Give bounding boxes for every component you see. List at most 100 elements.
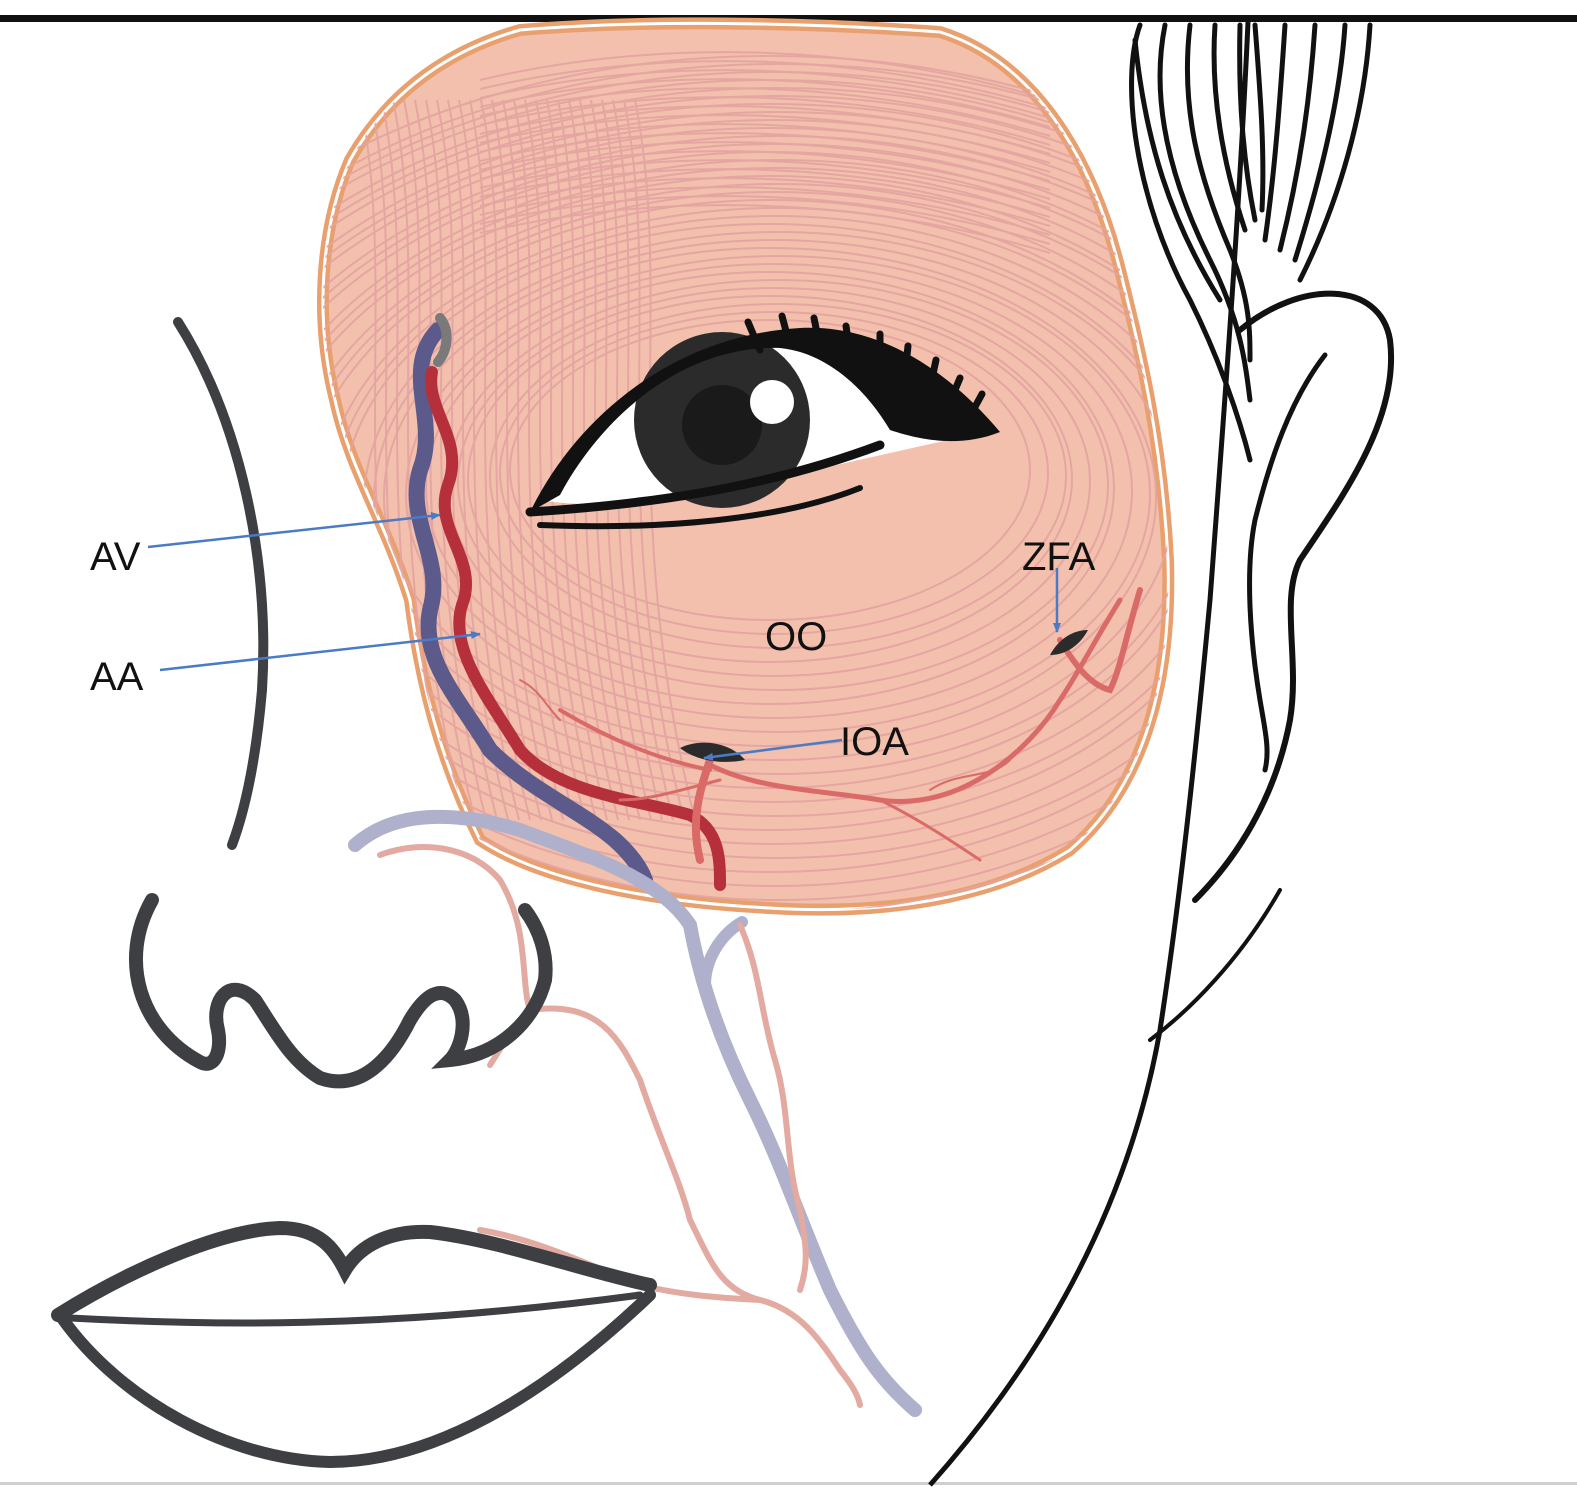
ear-outline [1192,290,1395,903]
upper-lip [51,1220,657,1322]
aa-pointer [159,631,481,672]
label-ioa: IOA [840,720,909,764]
eyelashes [744,312,986,420]
label-oo: OO [765,615,827,659]
muscle-fiber [499,311,1049,635]
muscle-fiber [479,204,1051,254]
muscle-fiber [323,135,1169,910]
eyelash [744,318,764,354]
ioa-pointer [703,738,843,761]
orbicularis-oculi-muscle [317,17,1175,916]
muscle-fiber [479,150,1051,200]
muscle-fiber [323,191,1169,845]
muscle-fiber [323,103,1169,910]
hair-strands [1129,22,1373,463]
angular-vein [408,322,653,888]
arterial-branches [519,587,1143,864]
muscle-fiber [467,295,1073,663]
muscle-fiber [323,111,1169,910]
muscle-fiber [458,99,520,821]
lips [51,1220,657,1469]
muscle-fiber [479,51,1051,101]
muscle-fiber [383,247,1157,747]
label-av: AV [90,535,141,579]
lower-lid-crease [537,485,863,530]
eyelash [810,314,824,352]
muscle-fiber [479,69,1051,119]
muscle-fiber [425,271,1115,705]
label-zfa: ZFA [1022,535,1096,579]
eyelash [842,322,854,358]
muscle-fiber [479,177,1051,227]
av-pointer [147,512,441,549]
muscle-fiber [479,105,1051,155]
muscle-fibers [323,51,1169,910]
pointer-arrows [147,512,1061,761]
jaw-contour [928,21,1251,1487]
muscle-fiber [323,159,1169,901]
muscle-fiber [479,78,1051,128]
muscle-fiber [323,207,1169,817]
top-border-line [0,15,1577,22]
muscle-fiber [479,87,1051,137]
muscle-fiber [469,99,531,821]
muscle-fiber [323,175,1169,873]
muscle-fiber [323,63,1169,910]
eyelash [926,356,940,392]
eyelash [778,312,794,350]
angular-vein-tip [433,313,452,367]
muscle-fiber [557,99,619,821]
muscle-fiber [323,119,1169,910]
muscle-fiber [513,99,575,821]
muscle-fiber [479,159,1051,209]
lip-line [66,1291,644,1327]
lower-eyelid-line [525,440,885,517]
nasal-dorsum-line [173,317,269,850]
muscle-fiber [323,55,1169,910]
label-aa: AA [90,655,144,699]
eyelash [966,390,986,420]
bottom-border-line [0,1482,1577,1485]
muscle-fiber [546,99,608,821]
muscle-fiber [479,186,1051,236]
pupil [682,385,762,465]
ear-inner-fold [1247,352,1328,773]
muscle-fiber [479,141,1051,191]
muscle-fiber [323,167,1169,887]
infraorbital-foramen [680,742,745,762]
muscle-fiber [535,99,597,821]
muscle-fiber [509,319,1031,621]
muscle-fiber [436,99,498,821]
upper-eyelid-line [530,327,1000,512]
eye [525,312,1000,530]
zygomaticofacial-foramen [1050,630,1088,655]
muscle-fiber [489,303,1067,649]
angular-artery [425,366,726,891]
muscle-fiber [491,99,553,821]
eyelash [946,374,964,406]
muscle-fiber [479,123,1051,173]
muscle-fiber [479,114,1051,164]
facial-vein-faded [348,809,922,1417]
eye-highlight [750,380,794,424]
muscle-fiber [323,87,1169,910]
muscle-fiber [405,255,1151,733]
muscle-fiber [323,199,1169,831]
muscle-fiber [568,99,630,821]
muscle-fiber [392,99,454,821]
muscle-fiber [323,95,1169,910]
nose-ala-outline [129,893,553,1089]
muscle-fiber [457,287,1091,677]
ear-lobe-line [1148,888,1282,1042]
muscle-fiber [502,99,564,821]
muscle-fiber [479,60,1051,110]
muscle-fiber [479,96,1051,146]
muscle-fiber [479,132,1051,182]
lower-lip [56,1289,656,1469]
muscle-fiber [323,183,1169,859]
facial-vein-branch [699,916,748,991]
muscle-fiber [323,127,1169,910]
muscle-fiber [479,168,1051,218]
